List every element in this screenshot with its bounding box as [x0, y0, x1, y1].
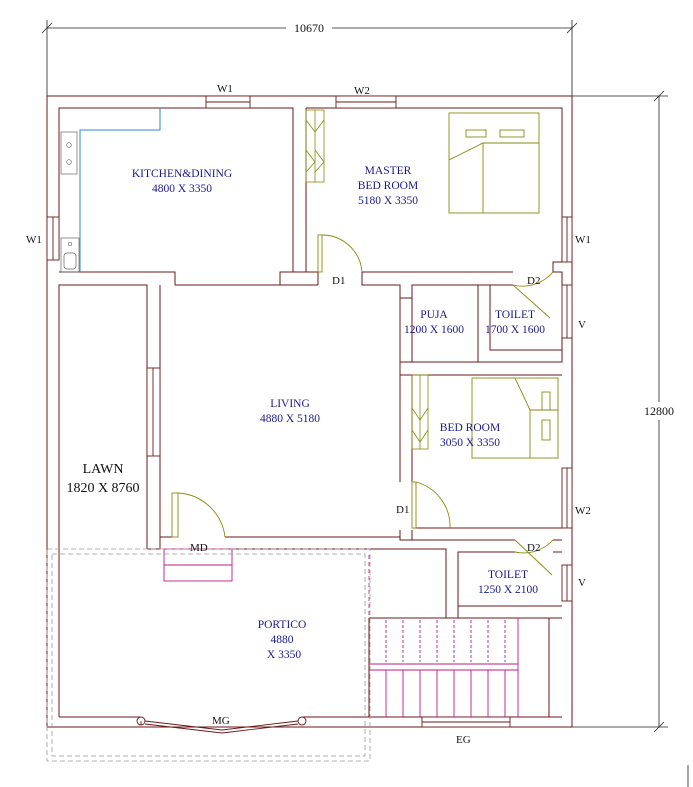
room-bedroom-size: 3050 X 3350: [440, 437, 500, 449]
portico-outline: [46, 548, 371, 762]
room-portico-size-1: 4880: [271, 634, 294, 646]
door-label-md: MD: [190, 542, 208, 554]
window-label-w1-left: W1: [26, 234, 42, 246]
door-label-d1-master: D1: [332, 275, 345, 287]
bedroom-wardrobe: [411, 374, 429, 450]
room-lawn-size: 1820 X 8760: [66, 481, 139, 496]
ventilator-label-2: V: [578, 577, 586, 589]
room-master-name-2: BED ROOM: [358, 180, 418, 192]
window-label-w2-top: W2: [354, 85, 370, 97]
room-living-name: LIVING: [270, 398, 310, 410]
room-kitchen-name: KITCHEN&DINING: [132, 168, 232, 180]
room-portico-name: PORTICO: [258, 619, 307, 631]
room-toilet1-size: 1700 X 1600: [485, 324, 545, 336]
gate-label-mg: MG: [212, 715, 230, 727]
door-label-d1-bedroom: D1: [396, 504, 409, 516]
room-lawn-name: LAWN: [83, 462, 124, 477]
ventilator-label-1: V: [578, 319, 586, 331]
height-dimension: 12800: [644, 404, 674, 418]
gate-label-eg: EG: [456, 734, 471, 746]
room-kitchen-size: 4800 X 3350: [152, 183, 212, 195]
outer-walls: [46, 95, 573, 728]
room-portico-size-2: X 3350: [267, 649, 301, 661]
room-living-size: 4880 X 5180: [260, 413, 320, 425]
master-wardrobe: [305, 109, 325, 183]
room-puja-name: PUJA: [420, 309, 448, 321]
entry-steps: [163, 548, 233, 582]
room-master-name-1: MASTER: [365, 165, 412, 177]
window-label-w1-right: W1: [575, 234, 591, 246]
width-dimension: 10670: [294, 21, 324, 35]
room-bedroom-name: BED ROOM: [440, 422, 500, 434]
dimension-lines: [41, 20, 689, 787]
room-toilet2-name: TOILET: [488, 569, 528, 581]
window-label-w1-top: W1: [217, 83, 233, 95]
door-label-d2-toilet2: D2: [527, 542, 540, 554]
door-label-d2-toilet1: D2: [527, 275, 540, 287]
doors: [171, 234, 554, 576]
room-toilet2-size: 1250 X 2100: [478, 584, 538, 596]
staircase: [369, 618, 519, 717]
room-puja-size: 1200 X 1600: [404, 324, 464, 336]
window-label-w2-right: W2: [575, 505, 591, 517]
bedroom-bed: [471, 377, 559, 459]
room-master-size: 5180 X 3350: [358, 195, 418, 207]
inner-walls: [58, 107, 563, 717]
room-toilet1-name: TOILET: [495, 309, 535, 321]
windows: [46, 95, 573, 728]
main-gate: [136, 716, 307, 734]
master-bed: [448, 112, 540, 214]
kitchen-counter: [60, 108, 161, 273]
